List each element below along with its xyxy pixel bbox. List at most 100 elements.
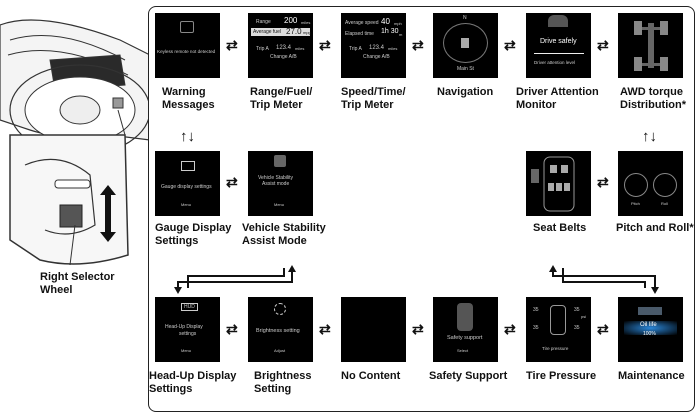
screen-gauge-display[interactable]: Gauge display settings Menu (155, 151, 220, 216)
drive-safely-text: Drive safely (540, 38, 577, 45)
steering-wheel-illustration (0, 0, 151, 300)
pitch-label: Pitch (631, 201, 640, 206)
hud-text-1: Head-Up Display (165, 324, 203, 330)
attention-level-label: Driver attention level (534, 60, 576, 65)
vsa-text-2: Assist mode (262, 181, 290, 187)
warning-text: Keyless remote not detected (157, 49, 216, 54)
trip-label: Trip A (256, 46, 269, 52)
driver-icon (548, 15, 568, 27)
vsa-icon (274, 155, 286, 167)
trip-value: 123.4 (276, 45, 292, 51)
screen-navigation[interactable]: N Main St (433, 13, 498, 78)
caption-safety: Safety Support (429, 370, 508, 382)
arrow-horizontal: ⇄ (597, 321, 609, 337)
change-ab: Change A/B (363, 54, 390, 60)
screen-seat-belts[interactable] (526, 151, 591, 216)
compass-icon (443, 23, 488, 63)
screen-range-fuel[interactable]: Range 200 miles Average fuel 27.0 mpg Tr… (248, 13, 313, 78)
tire-unit: psi (581, 314, 587, 319)
roll-gauge-icon (653, 173, 677, 197)
tire-pressure-label: Tire pressure (542, 346, 569, 351)
avg-speed-value: 40 (381, 17, 390, 26)
caption-seatbelts: Seat Belts (533, 222, 587, 234)
arrow-vertical: ↑↓ (180, 128, 195, 145)
avg-speed-unit: mph (394, 21, 402, 26)
trip-value: 123.4 (369, 45, 385, 51)
compass-north: N (463, 15, 467, 21)
trip-unit: miles (295, 46, 305, 51)
screen-driver-attention[interactable]: Drive safely Driver attention level (526, 13, 591, 78)
safety-text: Safety support (447, 335, 483, 341)
select-hint: Select (457, 348, 469, 353)
elapsed-label: Elapsed time (345, 31, 374, 37)
menu-hint: Menu (274, 202, 285, 207)
elapsed-unit: m (399, 32, 403, 37)
avg-speed-label: Average speed (345, 20, 379, 26)
fuel-unit: mpg (303, 30, 311, 35)
arrow-horizontal: ⇄ (504, 37, 516, 53)
seat-belt-icon (531, 156, 575, 212)
car-outline-icon (550, 305, 566, 335)
arrow-horizontal: ⇄ (412, 321, 424, 337)
wheel-label-line1: Right Selector (40, 271, 115, 283)
wheel-label-line2: Wheel (40, 283, 73, 296)
oil-life-value: 100% (643, 331, 656, 337)
tire-fl: 35 (533, 307, 539, 313)
steering-wheel-icon (0, 19, 151, 266)
wrench-icon (638, 307, 662, 315)
caption-nocontent: No Content (341, 370, 401, 382)
screen-no-content[interactable] (341, 297, 406, 362)
trip-label: Trip A (349, 46, 362, 52)
menu-hint: Menu (181, 202, 192, 207)
oil-life-label: Oil life (640, 322, 657, 328)
screen-warning-messages[interactable]: Keyless remote not detected (155, 13, 220, 78)
screen-speed-time[interactable]: Average speed 40 mph Elapsed time 1h 30 … (341, 13, 406, 78)
adjust-hint: Adjust (274, 348, 286, 353)
fuel-value: 27.0 (286, 27, 302, 36)
fuel-label: Average fuel (253, 29, 281, 35)
caption-navigation: Navigation (437, 86, 494, 98)
vsa-text-1: Vehicle Stability (258, 175, 294, 181)
caption-pitch: Pitch and Roll* (616, 222, 694, 234)
screen-awd-torque[interactable] (618, 13, 683, 78)
arrow-horizontal: ⇄ (412, 37, 424, 53)
brightness-icon (274, 303, 286, 315)
gauge-settings-text: Gauge display settings (161, 184, 212, 190)
screen-pitch-roll[interactable]: Pitch Roll (618, 151, 683, 216)
screen-brightness[interactable]: Brightness setting Adjust (248, 297, 313, 362)
screen-hud-settings[interactable]: HUD Head-Up Display settings Menu (155, 297, 220, 362)
gauge-icon (181, 161, 195, 171)
screen-vsa-mode[interactable]: Vehicle Stability Assist mode Menu (248, 151, 313, 216)
tire-rr: 35 (574, 325, 580, 331)
arrow-horizontal: ⇄ (597, 174, 609, 190)
screen-safety-support[interactable]: Safety support Select (433, 297, 498, 362)
pitch-gauge-icon (624, 173, 648, 197)
screen-tire-pressure[interactable]: 35 35 psi 35 35 Tire pressure (526, 297, 591, 362)
arrow-horizontal: ⇄ (226, 321, 238, 337)
brightness-text: Brightness setting (256, 328, 300, 334)
display-cycle-frame (148, 6, 695, 412)
arrow-vertical: ↑↓ (642, 128, 657, 145)
arrow-horizontal: ⇄ (226, 174, 238, 190)
arrow-horizontal: ⇄ (504, 321, 516, 337)
caption-tire: Tire Pressure (526, 370, 597, 382)
change-ab: Change A/B (270, 54, 297, 60)
screen-maintenance[interactable]: Oil life 100% (618, 297, 683, 362)
elapsed-value: 1h 30 (381, 28, 399, 35)
tire-rl: 35 (533, 325, 539, 331)
street-name: Main St (457, 66, 474, 72)
range-unit: miles (301, 20, 311, 25)
range-value: 200 (284, 16, 298, 25)
arrow-horizontal: ⇄ (226, 37, 238, 53)
tire-fr: 35 (574, 307, 580, 313)
arrow-horizontal: ⇄ (319, 37, 331, 53)
caption-speed: Speed/Time/Trip Meter (341, 86, 406, 111)
hud-badge: HUD (181, 303, 198, 311)
awd-chassis-icon (634, 21, 668, 71)
